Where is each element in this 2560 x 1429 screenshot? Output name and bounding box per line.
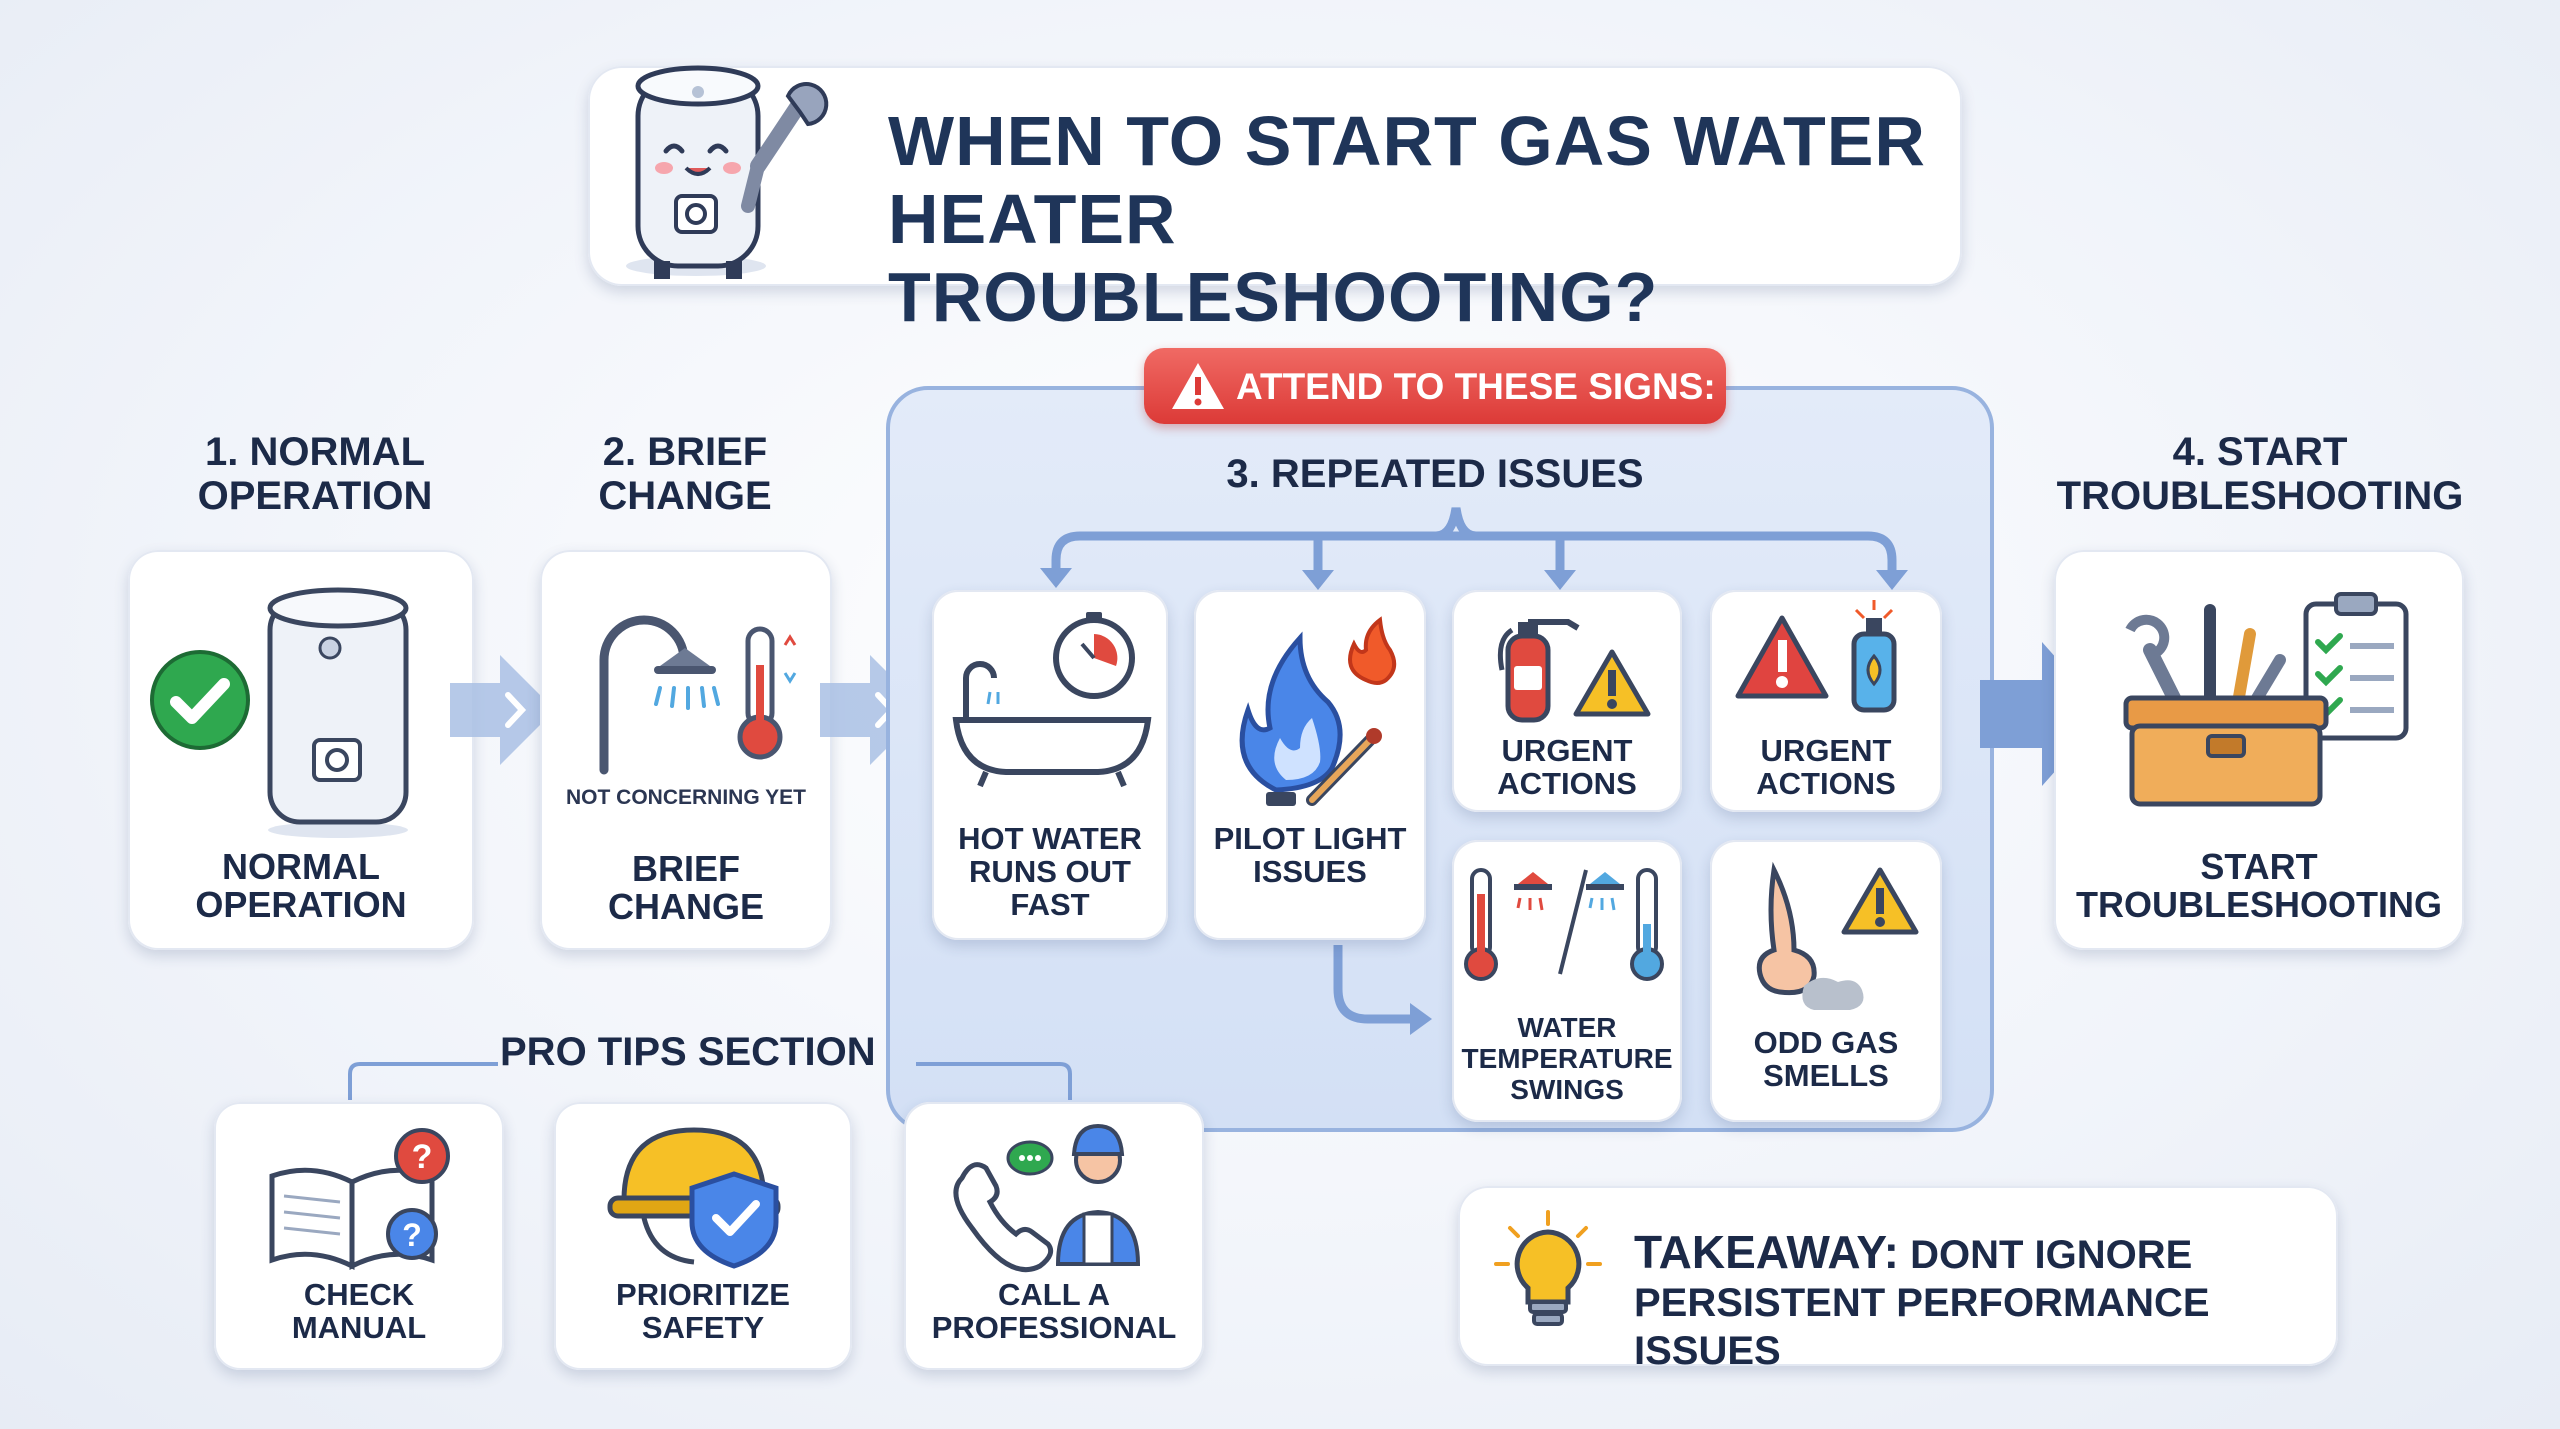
warning-icon	[1172, 363, 1224, 409]
check-icon	[150, 650, 250, 750]
lightbulb-icon	[1494, 1210, 1602, 1326]
call-professional-label: CALL A PROFESSIONAL	[931, 1277, 1177, 1345]
stage-1-header: 1. NORMAL OPERATION	[197, 430, 433, 518]
arrow-right-icon	[450, 655, 555, 765]
check-manual-label: CHECK MANUAL	[291, 1277, 427, 1345]
takeaway-message: DONT IGNORE PERSISTENT PERFORMANCE ISSUE…	[1634, 1233, 2210, 1373]
page-title: WHEN TO START GAS WATER HEATER TROUBLESH…	[888, 102, 1926, 336]
pro-tips-title: PRO TIPS SECTION	[500, 1030, 876, 1074]
call-professional-card: CALL A PROFESSIONAL	[904, 1102, 1204, 1370]
professional-phone-icon	[953, 1123, 1141, 1273]
temperature-swing-icon	[1464, 868, 1664, 981]
takeaway-text: TAKEAWAY: DONT IGNORE PERSISTENT PERFORM…	[1634, 1228, 2338, 1375]
flame-icon	[1239, 616, 1397, 806]
shower-icon	[599, 615, 720, 775]
title-card: WHEN TO START GAS WATER HEATER TROUBLESH…	[588, 65, 1962, 336]
stage-2-header: 2. BRIEF CHANGE	[598, 430, 772, 518]
prioritize-safety-label: PRIORITIZE SAFETY	[616, 1277, 790, 1345]
pilot-light-card: PILOT LIGHT ISSUES	[1194, 590, 1426, 940]
arrow-right-icon	[1980, 642, 2106, 786]
normal-operation-label: NORMAL OPERATION	[195, 846, 407, 925]
pilot-light-label: PILOT LIGHT ISSUES	[1213, 821, 1407, 889]
takeaway-card: TAKEAWAY: DONT IGNORE PERSISTENT PERFORM…	[1458, 1186, 2338, 1373]
alert-icon	[1735, 615, 1829, 699]
brief-change-label: BRIEF CHANGE	[607, 848, 764, 927]
urgent-actions-card-1: URGENT ACTIONS	[1452, 590, 1682, 812]
manual-icon: ? ?	[269, 1128, 450, 1271]
gas-canister-icon	[1851, 600, 1897, 713]
prioritize-safety-card: PRIORITIZE SAFETY	[554, 1102, 852, 1370]
temperature-swings-label: WATER TEMPERATURE SWINGS	[1461, 1012, 1673, 1105]
thermometer-icon	[737, 626, 797, 760]
start-troubleshooting-label: START TROUBLESHOOTING	[2076, 846, 2442, 925]
gas-smell-label: ODD GAS SMELLS	[1753, 1025, 1899, 1093]
brief-change-card: NOT CONCERNING YET BRIEF CHANGE	[540, 550, 832, 950]
svg-text:?: ?	[412, 1138, 433, 1176]
bathtub-icon	[952, 612, 1152, 788]
tips-bracket	[348, 1062, 1072, 1100]
normal-operation-card: NORMAL OPERATION	[128, 550, 474, 950]
not-concerning-note: NOT CONCERNING YET	[566, 786, 806, 809]
takeaway-label: TAKEAWAY:	[1634, 1226, 1899, 1278]
nose-icon	[1756, 861, 1864, 1010]
temperature-swings-card: WATER TEMPERATURE SWINGS	[1452, 840, 1682, 1122]
svg-text:?: ?	[402, 1217, 422, 1253]
urgent-actions-label-1: URGENT ACTIONS	[1497, 733, 1637, 801]
hot-water-label: HOT WATER RUNS OUT FAST	[958, 821, 1142, 922]
warning-icon	[1841, 867, 1919, 935]
stage-3-header: 3. REPEATED ISSUES	[1226, 452, 1644, 496]
stage-4-header: 4. START TROUBLESHOOTING	[2056, 430, 2464, 518]
warning-icon	[1573, 649, 1651, 717]
water-heater-icon	[267, 587, 409, 838]
toolbox-icon	[2123, 592, 2409, 807]
gas-smell-card: ODD GAS SMELLS	[1710, 840, 1942, 1122]
hard-hat-shield-icon	[607, 1127, 781, 1269]
branch-arrows	[1040, 507, 1908, 590]
fire-extinguisher-icon	[1497, 619, 1580, 723]
down-right-arrow	[1333, 945, 1432, 1035]
urgent-actions-card-2: URGENT ACTIONS	[1710, 590, 1942, 812]
start-troubleshooting-card: START TROUBLESHOOTING	[2054, 550, 2464, 950]
urgent-actions-label-2: URGENT ACTIONS	[1756, 733, 1896, 801]
alert-label: ATTEND TO THESE SIGNS:	[1236, 366, 1716, 407]
attend-signs-alert: ATTEND TO THESE SIGNS:	[1144, 348, 1726, 424]
water-heater-mascot-icon	[626, 65, 829, 279]
check-manual-card: ? ? CHECK MANUAL	[214, 1102, 504, 1370]
hot-water-card: HOT WATER RUNS OUT FAST	[932, 590, 1168, 940]
